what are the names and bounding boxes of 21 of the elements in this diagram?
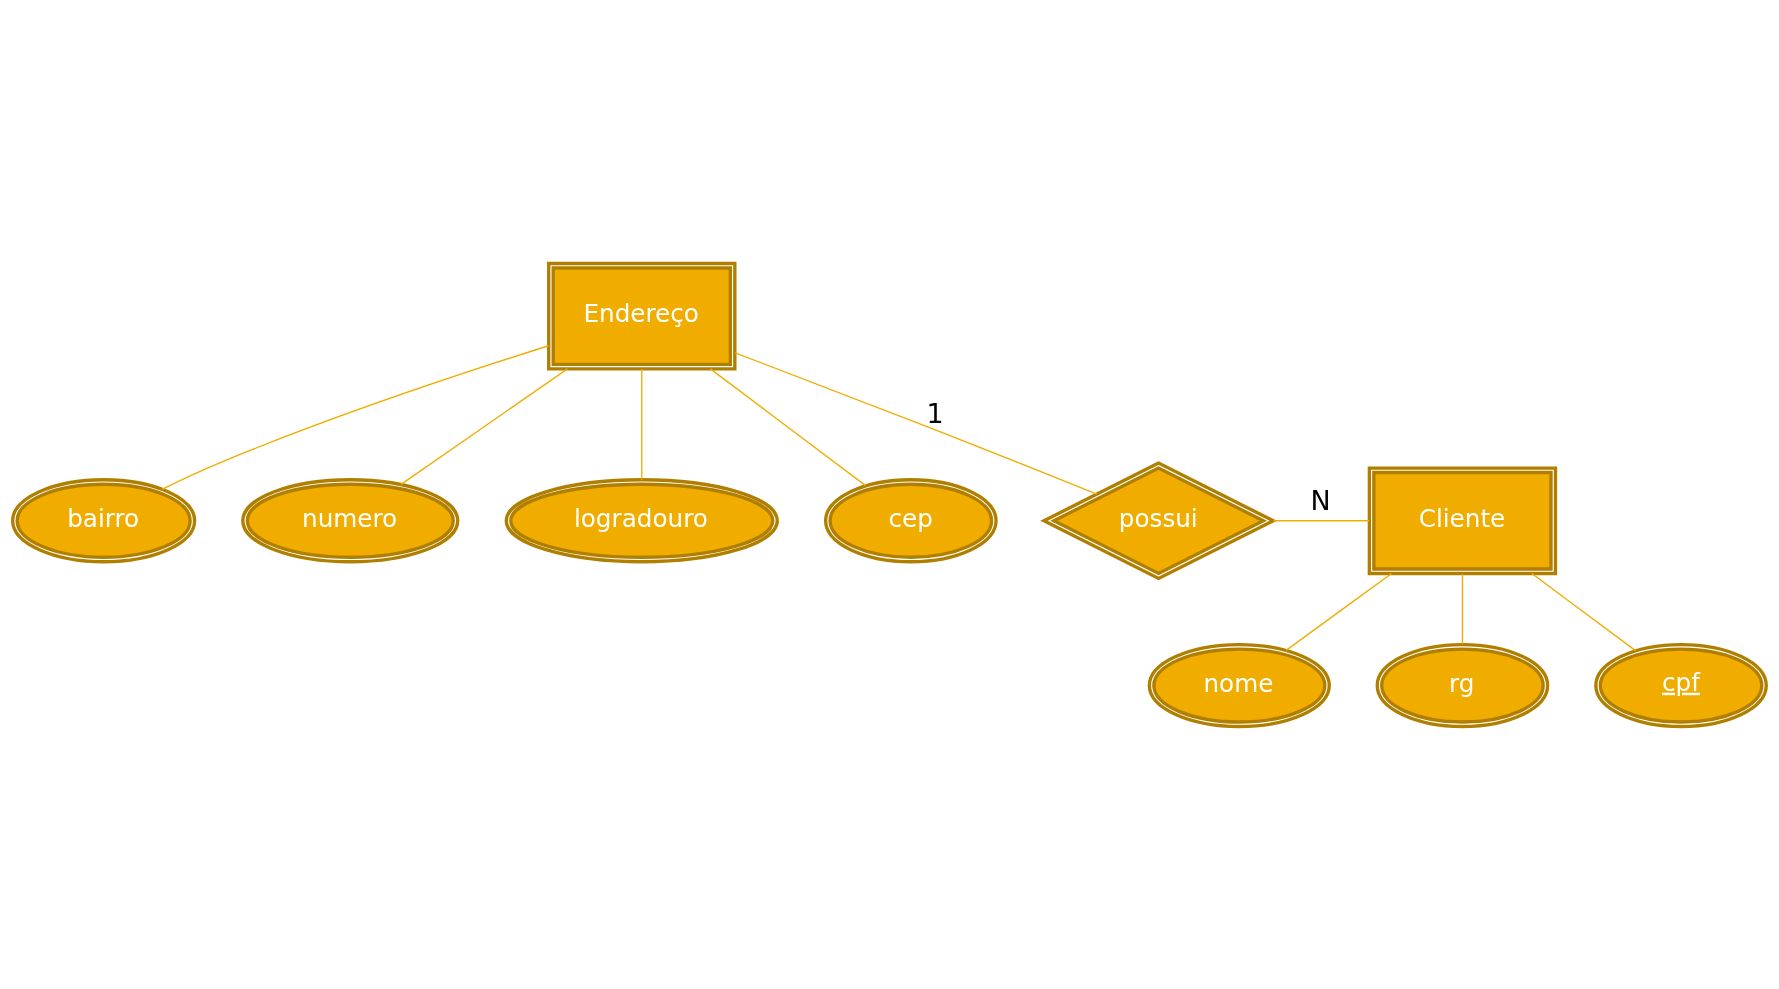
- node-ellipse: nome: [1147, 642, 1331, 728]
- node-diamond: possui: [1040, 460, 1277, 580]
- node-ellipse: rg: [1375, 642, 1550, 728]
- connector: [734, 351, 1098, 495]
- connector: [709, 367, 867, 486]
- connector: [1531, 572, 1637, 651]
- connector: [641, 367, 643, 480]
- connector: [400, 367, 569, 485]
- connector: [161, 344, 550, 490]
- connector: [1272, 519, 1370, 521]
- connector: [1461, 572, 1464, 645]
- edge-label: N: [1310, 484, 1331, 516]
- node-ellipse: bairro: [11, 477, 197, 563]
- node-ellipse: logradouro: [504, 477, 779, 563]
- node-ellipse: numero: [241, 477, 460, 563]
- node-ellipse: cpf: [1594, 642, 1768, 728]
- edge-label: 1: [926, 397, 944, 429]
- connector: [1285, 572, 1393, 651]
- node-box: Cliente: [1367, 465, 1558, 575]
- node-ellipse: cep: [823, 477, 998, 563]
- node-box: Endereço: [547, 261, 737, 371]
